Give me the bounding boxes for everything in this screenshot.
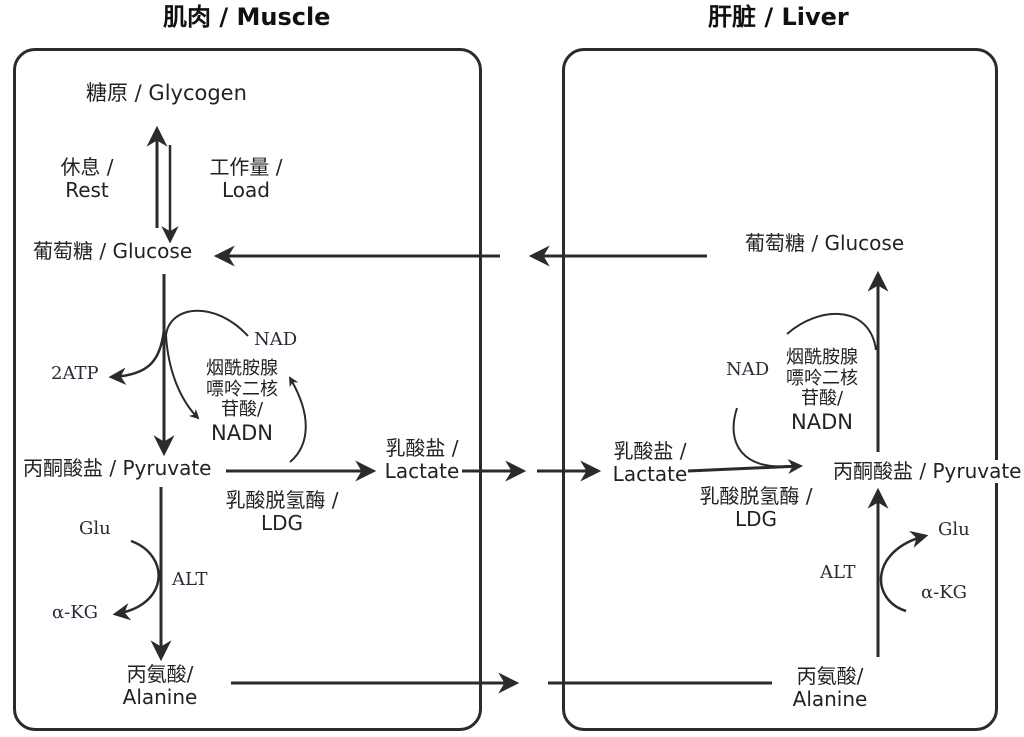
muscle-pyruvate-label: 丙酮酸盐 / Pyruvate <box>23 456 212 480</box>
muscle-compartment <box>13 48 482 731</box>
liver-alanine-label: 丙氨酸/ Alanine <box>780 665 880 711</box>
muscle-alt-label: ALT <box>172 569 208 590</box>
muscle-alanine-label: 丙氨酸/ Alanine <box>110 663 210 709</box>
muscle-ldh-label: 乳酸脱氢酶 / LDG <box>212 489 352 535</box>
nadh-line2: 嘌呤二核 <box>206 378 278 400</box>
liver-title: 肝脏 / Liver <box>708 3 849 31</box>
liver-lactate-en: Lactate <box>612 462 688 486</box>
arrow-nad-to-nadh-liver <box>732 407 789 468</box>
muscle-lactate-label: 乳酸盐 / Lactate <box>378 437 466 483</box>
rest-cn: 休息 / <box>60 155 114 179</box>
liver-ldh-cn: 乳酸脱氢酶 / <box>699 484 813 508</box>
liver-lactate-label: 乳酸盐 / Lactate <box>606 440 694 486</box>
arrow-nadh-to-nad-liver <box>786 313 877 351</box>
liver-akg-label: α-KG <box>921 582 968 603</box>
arrow-atp <box>108 329 166 385</box>
load-cn: 工作量 / <box>209 155 283 179</box>
liver-lactate-cn: 乳酸盐 / <box>613 439 687 463</box>
liver-ldh-en: LDG <box>734 507 778 531</box>
muscle-glucose-label: 葡萄糖 / Glucose <box>33 239 193 263</box>
liver-pyruvate-label: 丙酮酸盐 / Pyruvate <box>833 459 1022 483</box>
load-en: Load <box>222 178 270 202</box>
alanine-cn: 丙氨酸/ <box>126 662 194 686</box>
muscle-glycogen-label: 糖原 / Glycogen <box>86 81 247 105</box>
alanine-en: Alanine <box>122 685 198 709</box>
liver-alanine-cn: 丙氨酸/ <box>796 664 864 688</box>
nadh-line4: NADN <box>211 421 273 446</box>
liver-compartment <box>562 48 998 731</box>
liver-nad-label: NAD <box>726 359 770 380</box>
rest-en: Rest <box>65 178 109 202</box>
muscle-title: 肌肉 / Muscle <box>163 3 331 31</box>
liver-nadh-line4: NADN <box>791 410 853 435</box>
ldh-cn: 乳酸脱氢酶 / <box>225 488 339 512</box>
nadh-line1: 烟酰胺腺 <box>206 358 278 379</box>
liver-alanine-en: Alanine <box>792 687 868 711</box>
liver-ldh-label: 乳酸脱氢酶 / LDG <box>686 485 826 531</box>
liver-nadh-line2: 嘌呤二核 <box>786 367 858 389</box>
arrow-glu-to-akg-muscle <box>112 539 160 621</box>
liver-nadh-label: 烟酰胺腺 嘌呤二核 苷酸/ NADN <box>776 347 868 435</box>
arrow-nadh-to-nad <box>288 376 307 463</box>
muscle-rest-label: 休息 / Rest <box>52 156 122 202</box>
liver-glu-label: Glu <box>938 519 970 540</box>
liver-alt-label: ALT <box>820 562 856 583</box>
liver-nadh-line1: 烟酰胺腺 <box>786 347 858 368</box>
arrow-nad-to-nadh <box>164 309 249 420</box>
lactate-cn: 乳酸盐 / <box>385 436 459 460</box>
liver-nadh-line3: 苷酸/ <box>800 388 844 410</box>
muscle-akg-label: α-KG <box>52 602 99 623</box>
arrow-akg-to-glu-liver <box>879 530 929 613</box>
muscle-nadh-label: 烟酰胺腺 嘌呤二核 苷酸/ NADN <box>196 358 288 446</box>
ldh-en: LDG <box>260 511 304 535</box>
muscle-glu-label: Glu <box>79 518 111 539</box>
lactate-en: Lactate <box>384 459 460 483</box>
muscle-load-label: 工作量 / Load <box>198 156 294 202</box>
liver-glucose-label: 葡萄糖 / Glucose <box>745 231 905 255</box>
muscle-nad-label: NAD <box>254 329 298 350</box>
nadh-line3: 苷酸/ <box>220 399 264 421</box>
muscle-atp-label: 2ATP <box>51 363 99 384</box>
